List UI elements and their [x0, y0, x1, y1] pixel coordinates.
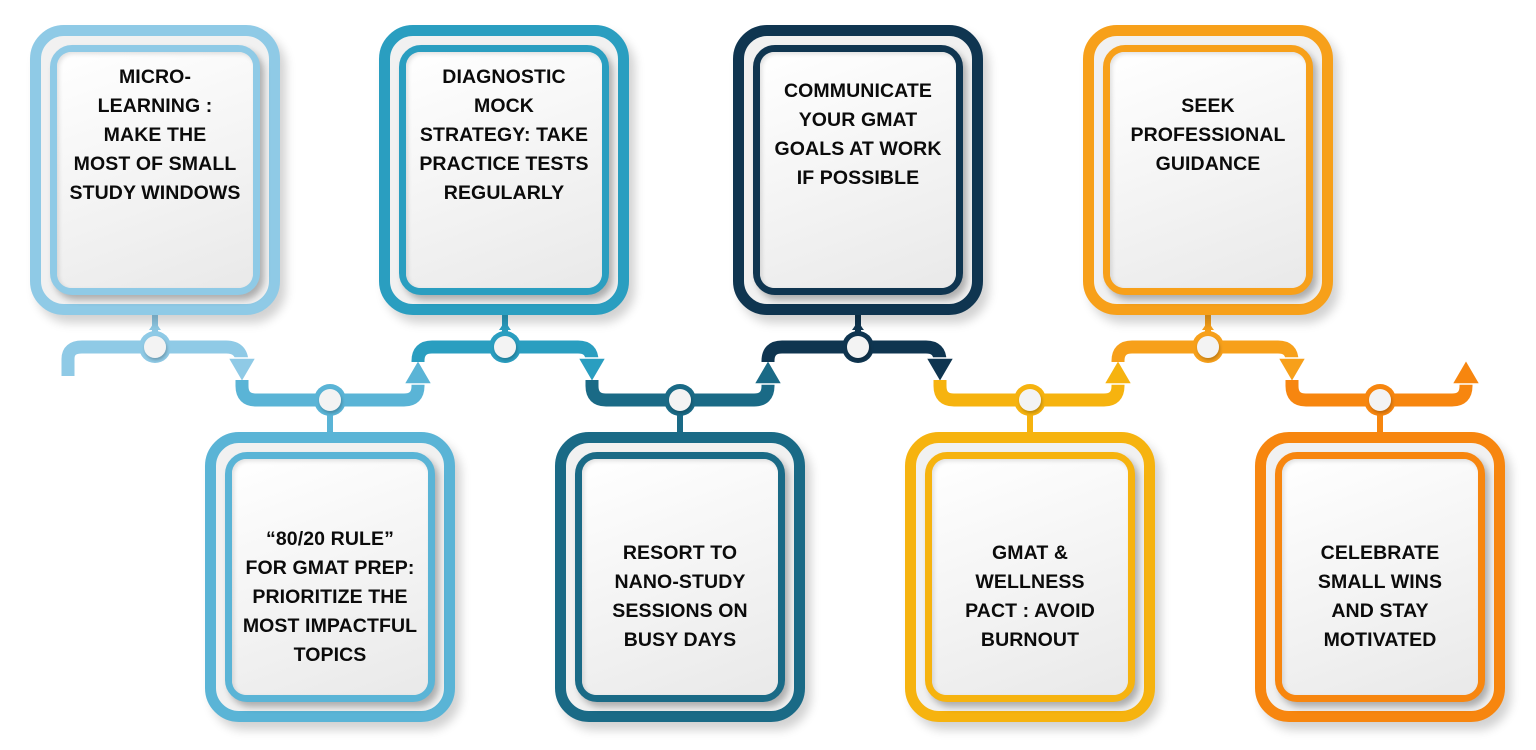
step-card-4: RESORT TO NANO-STUDY SESSIONS ON BUSY DA… — [555, 432, 805, 722]
arrow-up-icon — [402, 358, 434, 385]
node-stem — [677, 410, 683, 434]
step-card-1: MICRO- LEARNING : MAKE THE MOST OF SMALL… — [30, 25, 280, 315]
node-stem — [1027, 410, 1033, 434]
circle-node-icon — [1197, 336, 1219, 358]
circle-node-icon — [1019, 389, 1041, 411]
step-card-5: COMMUNICATE YOUR GMAT GOALS AT WORK IF P… — [733, 25, 983, 315]
node-stem — [502, 312, 508, 334]
node-stem — [327, 410, 333, 434]
step-text-6: GMAT & WELLNESS PACT : AVOID BURNOUT — [965, 542, 1095, 651]
step-text-8: CELEBRATE SMALL WINS AND STAY MOTIVATED — [1317, 542, 1443, 651]
circle-node-icon — [669, 389, 691, 411]
node-stem — [1205, 312, 1211, 334]
step-card-2: “80/20 RULE” FOR GMAT PREP: PRIORITIZE T… — [205, 432, 455, 722]
arrow-down-icon — [924, 357, 956, 384]
circle-node-icon — [1369, 389, 1391, 411]
arrow-down-icon — [226, 357, 258, 384]
step-card-8: CELEBRATE SMALL WINS AND STAY MOTIVATED — [1255, 432, 1505, 722]
step-text-7: SEEK PROFESSIONAL GUIDANCE — [1130, 94, 1286, 175]
circle-node-icon — [144, 336, 166, 358]
arrow-up-icon — [1102, 358, 1134, 385]
arrow-down-icon — [1276, 357, 1308, 384]
arrow-down-icon — [576, 357, 608, 384]
arrow-up-icon — [1450, 358, 1482, 385]
step-card-3: DIAGNOSTIC MOCK STRATEGY: TAKE PRACTICE … — [379, 25, 629, 315]
step-text-3: DIAGNOSTIC MOCK STRATEGY: TAKE PRACTICE … — [419, 65, 589, 204]
step-text-1: MICRO- LEARNING : MAKE THE MOST OF SMALL… — [69, 65, 241, 204]
step-text-4: RESORT TO NANO-STUDY SESSIONS ON BUSY DA… — [612, 542, 748, 651]
arrow-up-icon — [752, 358, 784, 385]
node-stem — [152, 312, 158, 334]
node-stem — [1377, 410, 1383, 434]
step-card-7: SEEK PROFESSIONAL GUIDANCE — [1083, 25, 1333, 315]
step-text-2: “80/20 RULE” FOR GMAT PREP: PRIORITIZE T… — [242, 527, 418, 666]
step-text-5: COMMUNICATE YOUR GMAT GOALS AT WORK IF P… — [774, 80, 942, 189]
circle-node-icon — [319, 389, 341, 411]
circle-node-icon — [494, 336, 516, 358]
node-stem — [855, 312, 861, 334]
circle-node-icon — [847, 336, 869, 358]
step-card-6: GMAT & WELLNESS PACT : AVOID BURNOUT — [905, 432, 1155, 722]
